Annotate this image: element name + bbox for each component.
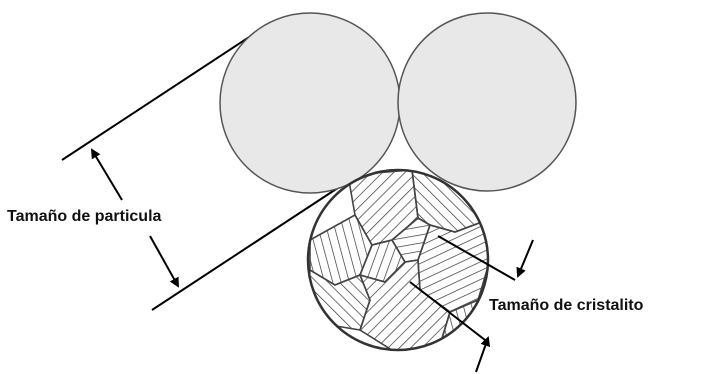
- crystallite-size-label: Tamaño de cristalito: [489, 297, 643, 315]
- particle-arrow-down: [150, 236, 178, 286]
- particle-size-label: Tamaño de particula: [7, 208, 161, 226]
- particle-right: [398, 13, 576, 191]
- particle-arrow-up: [92, 150, 122, 200]
- crystallite-arrow-up: [476, 338, 488, 372]
- particle-left: [220, 13, 400, 193]
- crystallite-arrow-down: [518, 240, 533, 276]
